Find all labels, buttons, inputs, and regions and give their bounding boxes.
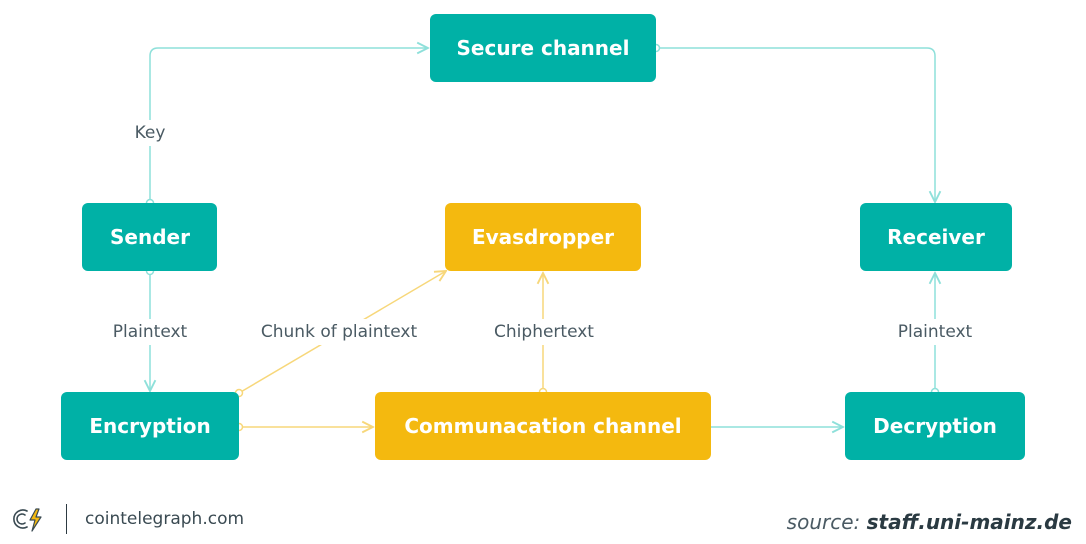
node-secure-channel: Secure channel [430, 14, 656, 82]
node-receiver: Receiver [860, 203, 1012, 271]
node-encryption: Encryption [61, 392, 239, 460]
node-evasdropper-label: Evasdropper [472, 225, 614, 249]
edge-sender-to-secure-channel [149, 48, 428, 203]
node-decryption: Decryption [845, 392, 1025, 460]
edge-label-plaintext-sender: Plaintext [113, 322, 188, 342]
footer: cointelegraph.com source: staff.uni-main… [0, 496, 1086, 540]
edge-label-plaintext-receiver: Plaintext [898, 322, 973, 342]
node-receiver-label: Receiver [887, 225, 985, 249]
edge-secure-channel-to-receiver [656, 47, 935, 202]
node-decryption-label: Decryption [873, 414, 997, 438]
brand-link[interactable]: cointelegraph.com [85, 509, 245, 529]
node-sender: Sender [82, 203, 217, 271]
node-communication-channel: Communacation channel [375, 392, 711, 460]
node-evasdropper: Evasdropper [445, 203, 641, 271]
brand: cointelegraph.com [10, 504, 244, 534]
node-sender-label: Sender [110, 225, 190, 249]
edge-label-ciphertext: Chiphertext [494, 322, 594, 342]
source-credit: source: staff.uni-mainz.de [787, 510, 1072, 534]
edge-label-key: Key [135, 123, 166, 143]
source-link[interactable]: staff.uni-mainz.de [866, 510, 1072, 534]
node-secure-channel-label: Secure channel [457, 36, 630, 60]
source-prefix: source: [786, 510, 861, 534]
edge-label-chunk-of-plaintext: Chunk of plaintext [261, 322, 418, 342]
cointelegraph-logo-icon [13, 508, 42, 532]
node-communication-channel-label: Communacation channel [404, 414, 681, 438]
node-encryption-label: Encryption [89, 414, 210, 438]
brand-separator [66, 504, 67, 534]
